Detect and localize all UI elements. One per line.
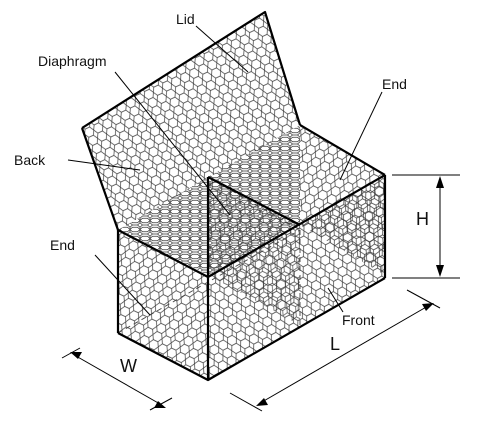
label-lid: Lid xyxy=(176,11,195,27)
end-panel-left xyxy=(118,230,208,380)
hidden-edge-bottom-back xyxy=(117,229,301,334)
leader-diaphragm xyxy=(114,71,231,216)
leader-front xyxy=(327,287,344,313)
l-arrow-left xyxy=(256,398,268,406)
l-ext-left xyxy=(229,392,263,412)
h-arrow-top xyxy=(436,176,444,188)
lid-panel xyxy=(82,12,300,230)
leader-end-left xyxy=(94,254,151,316)
box-bottom-edges xyxy=(117,277,386,382)
front-panel xyxy=(208,175,385,380)
dimension-h: H xyxy=(416,209,429,229)
leader-lid xyxy=(195,25,249,73)
w-dim-line xyxy=(75,355,161,405)
w-arrow-right xyxy=(154,401,166,408)
leader-end-top xyxy=(339,91,383,181)
w-arrow-left xyxy=(70,352,82,359)
h-arrow-bottom xyxy=(436,265,444,277)
l-ext-right xyxy=(406,289,441,309)
end-right-outline xyxy=(299,124,386,176)
dimension-l: L xyxy=(330,334,340,354)
label-end-top: End xyxy=(382,76,407,92)
label-front: Front xyxy=(342,312,375,328)
diaphragm-top-edge xyxy=(207,176,301,226)
w-ext-left xyxy=(61,347,81,359)
leader-back xyxy=(67,159,141,171)
label-back: Back xyxy=(14,152,46,168)
lid-outline xyxy=(81,10,302,129)
lid-hinge-edge xyxy=(80,127,120,231)
dimension-w: W xyxy=(120,356,137,376)
label-diaphragm: Diaphragm xyxy=(38,53,106,69)
l-arrow-right xyxy=(422,303,434,311)
label-end-left: End xyxy=(50,237,75,253)
l-dim-line xyxy=(261,305,429,403)
